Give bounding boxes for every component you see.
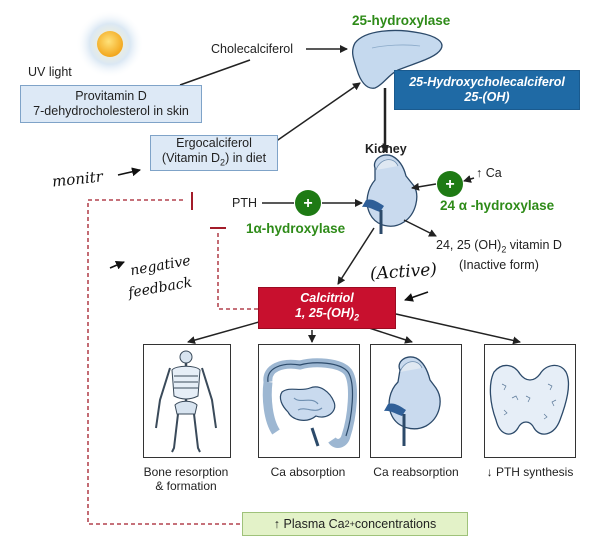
caption-ca-absorption: Ca absorption (270, 465, 346, 479)
handwritten-strokes (109, 167, 429, 302)
caption-bone: Bone resorption& formation (143, 465, 229, 493)
calcitriol-line2: 1, 25-(OH)2 (294, 305, 360, 323)
plus-sign: + (303, 195, 312, 212)
arrow-calcitriol-to-bone (187, 319, 267, 344)
panel-thyroid (484, 344, 576, 458)
panel-bone (143, 344, 231, 458)
provitamin-line2: 7-dehydrocholesterol in skin (33, 104, 189, 118)
arrow-kidney-to-calcitriol (337, 227, 375, 285)
kidney-label: Kidney (365, 142, 407, 156)
sun-icon (76, 10, 144, 78)
kidney-icon (362, 154, 418, 234)
plus-circle-pth: + (295, 190, 321, 216)
liver-icon (351, 29, 443, 89)
hydroxychole-line2: 25-(OH) (464, 90, 510, 104)
caption-ca-reabsorption: Ca reabsorption (373, 465, 459, 479)
pth-label: PTH (232, 196, 257, 210)
hydroxylase-25-label: 25-hydroxylase (352, 13, 451, 28)
provitamin-line1: Provitamin D (75, 89, 147, 103)
arrow-kidney-to-inactive (403, 219, 437, 237)
arrow-ca-to-plus (463, 175, 475, 183)
hydroxycholecalciferol-box: 25-Hydroxycholecalciferol 25-(OH) (394, 70, 580, 110)
arrow-skin-to-chole (179, 59, 251, 86)
calcitriol-line1: Calcitriol (300, 290, 354, 305)
panel-intestine (258, 344, 360, 458)
uv-light-label: UV light (28, 65, 72, 79)
inactive-line2: (Inactive form) (459, 257, 539, 272)
arrow-plus-to-kidney-right (411, 182, 437, 191)
plus-sign: + (445, 176, 454, 193)
arrow-calcitriol-to-pth (395, 313, 521, 345)
plus-circle-ca: + (437, 171, 463, 197)
ca-up-label: ↑ Ca (476, 166, 502, 180)
ergocalciferol-box: Ergocalciferol (Vitamin D2) in diet (150, 135, 278, 171)
arrow-ergo-to-liver (274, 82, 361, 143)
hydroxylase-24-label: 24 α -hydroxylase (440, 198, 555, 213)
calcitriol-box: Calcitriol 1, 25-(OH)2 (258, 287, 396, 329)
cholecalciferol-label: Cholecalciferol (211, 42, 293, 56)
caption-pth-synthesis: ↓ PTH synthesis (486, 465, 574, 479)
ergo-line1: Ergocalciferol (176, 135, 252, 150)
provitamin-d-box: Provitamin D 7-dehydrocholesterol in ski… (20, 85, 202, 123)
hydroxychole-line1: 25-Hydroxycholecalciferol (409, 75, 565, 89)
feedback-lines (87, 192, 258, 525)
panel-kidney (370, 344, 462, 458)
hydroxylase-1a-label: 1α-hydroxylase (246, 221, 346, 236)
ergo-line2: (Vitamin D2) in diet (161, 150, 267, 168)
inactive-vitamin-d-label: 24, 25 (OH)2 vitamin D (Inactive form) (436, 238, 562, 272)
